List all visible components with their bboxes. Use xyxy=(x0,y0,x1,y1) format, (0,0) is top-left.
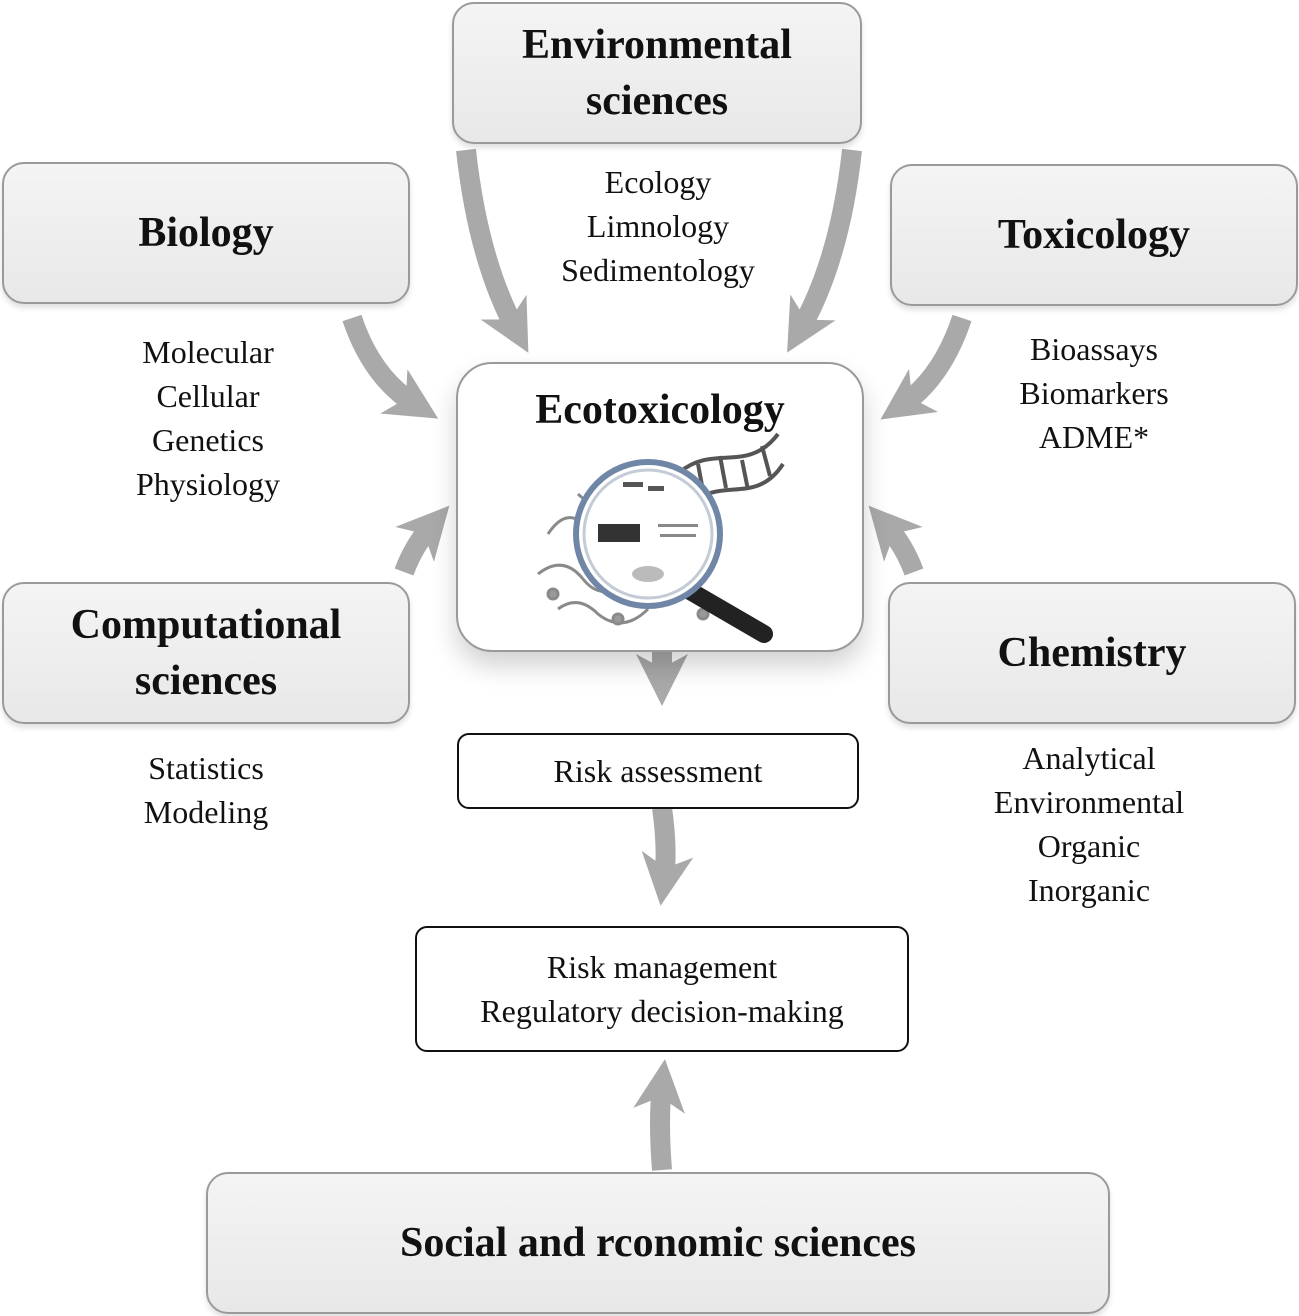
social-economic-sciences-box: Social and rconomic sciences xyxy=(206,1172,1110,1314)
arrow-assessment-to-management xyxy=(641,806,694,906)
magnifying-glass-icon xyxy=(573,459,773,643)
arrow-toxicology xyxy=(880,314,972,420)
arrow-chemistry xyxy=(868,505,924,576)
list-item: Biomarkers xyxy=(1019,375,1169,411)
computational-sciences-box: Computational sciences xyxy=(2,582,410,724)
list-item: Inorganic xyxy=(1027,872,1151,908)
list-item: Analytical xyxy=(1022,740,1156,776)
environmental-sciences-list: Ecology Limnology Sedimentology xyxy=(538,160,778,292)
computational-sciences-list: Statistics Modeling xyxy=(106,746,306,834)
list-item: Cellular xyxy=(156,378,260,414)
list-item: Organic xyxy=(1037,828,1141,864)
arrow-biology xyxy=(342,314,439,419)
list-item: Ecology xyxy=(604,164,712,200)
computational-sciences-title-2: sciences xyxy=(134,658,278,704)
ecotoxicology-illustration xyxy=(537,432,785,643)
risk-management-line2: Regulatory decision-making xyxy=(480,993,844,1029)
biology-list: Molecular Cellular Genetics Physiology xyxy=(96,330,320,506)
list-item: Sedimentology xyxy=(561,252,755,288)
environmental-sciences-box: Environmental sciences xyxy=(452,2,862,144)
list-item: Modeling xyxy=(143,794,269,830)
risk-management-box: Risk management Regulatory decision-maki… xyxy=(415,926,909,1052)
toxicology-box: Toxicology xyxy=(890,164,1298,306)
computational-sciences-title-1: Computational xyxy=(70,602,342,648)
chemistry-box: Chemistry xyxy=(888,582,1296,724)
list-item: Molecular xyxy=(142,334,274,370)
environmental-sciences-title-1: Environmental xyxy=(522,22,792,68)
list-item: Bioassays xyxy=(1030,331,1158,367)
ecotoxicology-title: Ecotoxicology xyxy=(535,387,785,433)
toxicology-title: Toxicology xyxy=(997,212,1191,258)
ecotoxicology-box: Ecotoxicology xyxy=(456,362,864,652)
chemistry-list: Analytical Environmental Organic Inorgan… xyxy=(964,736,1214,912)
chemistry-title: Chemistry xyxy=(997,630,1187,676)
toxicology-list: Bioassays Biomarkers ADME* xyxy=(984,327,1204,459)
arrow-social-to-management xyxy=(633,1059,685,1171)
list-item: Limnology xyxy=(586,208,730,244)
social-economic-sciences-title: Social and rconomic sciences xyxy=(399,1220,917,1266)
list-item: ADME* xyxy=(1038,419,1150,455)
arrow-environmental-left xyxy=(456,148,529,353)
risk-management-line1: Risk management xyxy=(546,949,778,985)
risk-assessment-box: Risk assessment xyxy=(457,733,859,809)
biology-title: Biology xyxy=(138,210,274,256)
list-item: Environmental xyxy=(993,784,1185,820)
list-item: Genetics xyxy=(152,422,264,458)
biology-box: Biology xyxy=(2,162,410,304)
arrow-environmental-right xyxy=(787,148,862,353)
list-item: Statistics xyxy=(148,750,264,786)
arrow-computational xyxy=(394,505,450,576)
environmental-sciences-title-2: sciences xyxy=(585,78,729,124)
risk-assessment-label: Risk assessment xyxy=(553,753,763,789)
list-item: Physiology xyxy=(135,466,281,502)
